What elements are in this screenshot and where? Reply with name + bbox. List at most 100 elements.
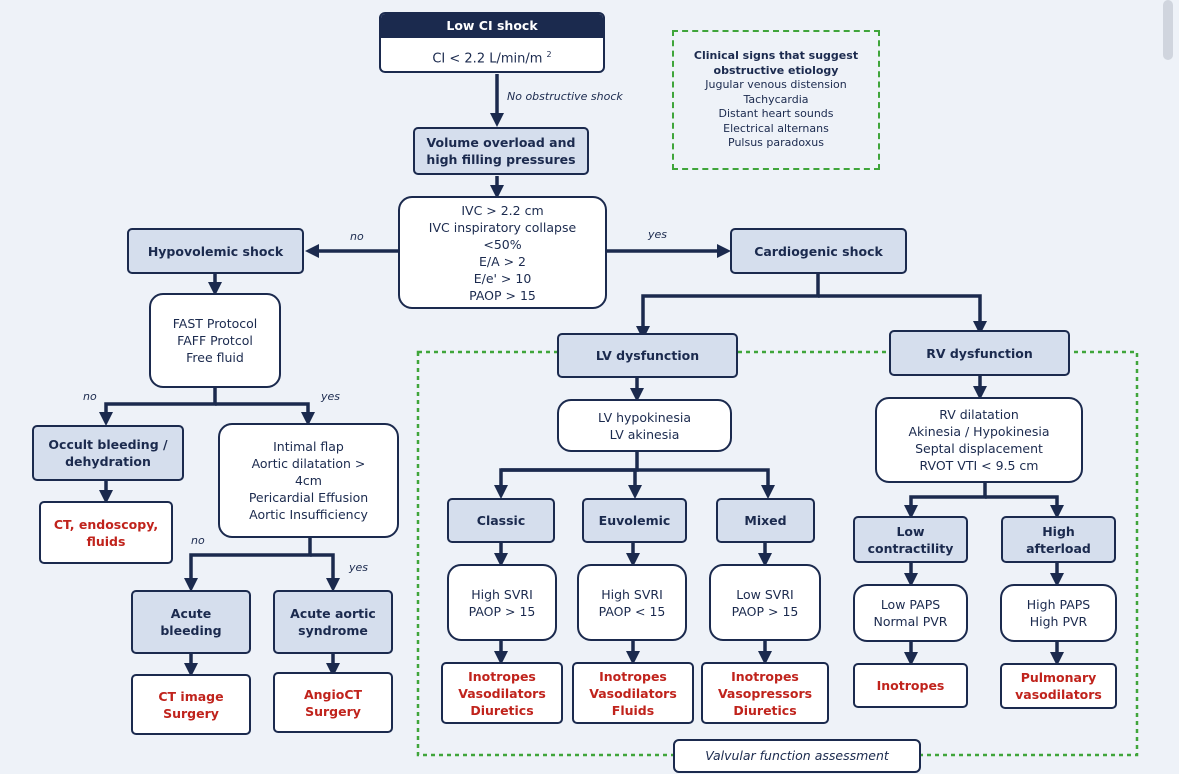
node-line: Surgery [305,703,361,719]
node-line: High PAPS [1026,597,1091,612]
node-line: <50% [483,236,522,252]
node-line: LV hypokinesia [598,409,691,425]
label-no: no [350,230,364,243]
node-line: LV dysfunction [595,348,700,363]
node-line: PAOP > 15 [731,603,799,619]
euvolemic-info-node: High SVRI PAOP < 15 [577,564,687,641]
node-line: RV dysfunction [926,345,1033,361]
label-no: no [83,390,97,403]
node-line: Normal PVR [873,614,948,629]
node-line: E/A > 2 [478,253,527,269]
ci-threshold-superscript: 2 [546,50,552,59]
mixed-treatment-node: Inotropes Vasopressors Diuretics [701,662,829,724]
hypovolemic-shock-node: Hypovolemic shock [127,228,304,274]
scrollbar[interactable] [1163,0,1173,60]
label-yes: yes [648,228,668,241]
node-line: CT image [158,688,224,704]
node-line: Pulmonary [1020,670,1097,685]
node-line: Mixed [744,513,787,528]
node-line: IVC inspiratory collapse [428,219,577,235]
acute-bleeding-node: Acute bleeding [131,590,251,654]
node-line: Acute [170,606,212,621]
edge-intimal-aortic [310,553,340,592]
node-line: LV akinesia [609,426,680,442]
edge-cardiogenic-split [636,274,820,340]
node-line: Euvolemic [598,513,671,528]
node-line: Diuretics [470,702,534,718]
node-line: Vasopressors [717,685,813,701]
edge-cardiogenic-rv [818,294,987,335]
valvular-assessment-box: Valvular function assessment [673,739,921,773]
low-ci-shock-node: Low CI shock CI < 2.2 L/min/m 2 [379,12,605,73]
node-line: 4cm [294,473,322,488]
node-line: dehydration [65,454,151,469]
clinical-signs-box: Clinical signs that suggest obstructive … [672,30,880,170]
euvolemic-node: Euvolemic [582,498,687,543]
edge-intimal-bleeding [184,538,312,592]
node-line: Acute aortic [290,606,376,621]
node-line: afterload [1026,540,1091,556]
ci-threshold-text: CI < 2.2 L/min/m [432,51,543,67]
node-line: Septal displacement [915,441,1043,456]
low-contractility-info-node: Low PAPS Normal PVR [853,584,968,642]
node-line: Low PAPS [880,597,941,612]
low-contractility-treatment-node: Inotropes [853,663,968,708]
lv-findings-node: LV hypokinesia LV akinesia [557,399,732,452]
edge-fast-intimal [215,402,315,426]
node-line: fluids [86,533,126,549]
label-no-obstructive: No obstructive shock [507,90,623,103]
node-line: FAST Protocol [172,316,258,331]
node-line: High [1042,523,1075,539]
signs-title-2: obstructive etiology [713,63,839,77]
fast-protocol-node: FAST Protocol FAFF Protcol Free fluid [149,293,281,388]
node-line: CT, endoscopy, [53,516,159,532]
label-yes: yes [321,390,341,403]
edge-rvf-high [985,495,1064,519]
edge-lvf-euvolemic [501,468,775,499]
node-line: PAOP > 15 [468,603,536,619]
node-line: Low [896,523,925,539]
node-line: Inotropes [876,678,945,693]
acute-aortic-syndrome-node: Acute aortic syndrome [273,590,393,654]
edge-fast-split [99,388,217,426]
ci-threshold: CI < 2.2 L/min/m 2 [381,38,603,71]
euvolemic-treatment-node: Inotropes Vasodilators Fluids [572,662,694,724]
node-line: bleeding [160,623,222,638]
high-afterload-node: High afterload [1001,516,1116,563]
edge-rvf-low [904,483,987,519]
node-line: high filling pressures [426,152,576,167]
node-line: Free fluid [186,350,244,365]
node-line: Pericardial Effusion [248,490,369,505]
occult-bleeding-node: Occult bleeding / dehydration [32,425,184,481]
node-line: FAFF Protcol [177,333,253,348]
high-afterload-treatment-node: Pulmonary vasodilators [1000,663,1117,709]
node-line: IVC > 2.2 cm [461,202,544,218]
rv-findings-node: RV dilatation Akinesia / Hypokinesia Sep… [875,397,1083,483]
sign-item: Jugular venous distension [705,78,847,92]
low-ci-shock-title: Low CI shock [381,14,603,38]
occult-treatment-node: CT, endoscopy, fluids [39,501,173,564]
node-line: RVOT VTI < 9.5 cm [919,458,1039,473]
edge-lvf-classic [494,452,639,499]
lv-dysfunction-node: LV dysfunction [557,333,738,378]
classic-node: Classic [447,498,555,543]
label-yes: yes [349,561,369,574]
node-line: Cardiogenic shock [754,243,883,259]
classic-info-node: High SVRI PAOP > 15 [447,564,557,641]
criteria-node: IVC > 2.2 cm IVC inspiratory collapse <5… [398,196,607,309]
node-line: Inotropes [599,668,667,684]
node-line: AngioCT [303,686,363,702]
node-line: PAOP > 15 [469,287,536,303]
node-line: E/e' > 10 [473,270,532,286]
sign-item: Pulsus paradoxus [728,136,824,150]
node-line: Fluids [611,702,655,718]
high-afterload-info-node: High PAPS High PVR [1000,584,1117,642]
node-line: Vasodilators [589,685,677,701]
node-line: High PVR [1029,614,1088,629]
node-line: PAOP < 15 [598,603,666,619]
node-line: Diuretics [733,702,797,718]
node-line: Aortic Insufficiency [249,507,368,522]
sign-item: Electrical alternans [723,121,829,135]
sign-item: Tachycardia [743,92,809,106]
sign-item: Distant heart sounds [718,107,834,121]
